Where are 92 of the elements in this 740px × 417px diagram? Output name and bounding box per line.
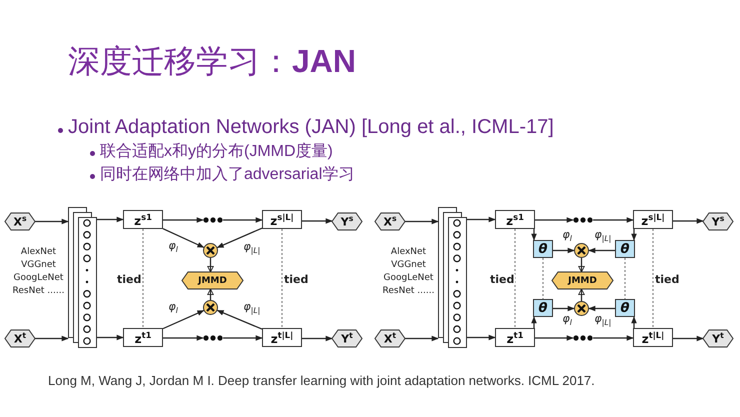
arrow <box>223 335 263 341</box>
multiply-node <box>203 243 218 258</box>
arrow <box>593 335 634 341</box>
jmmd-node: JMMD <box>552 272 613 289</box>
layer-stack-drawing <box>68 207 96 347</box>
layer-box: z$^{t1}$ <box>123 328 163 347</box>
arrow <box>673 336 704 342</box>
edge-label: tied <box>489 274 516 284</box>
multiply-node <box>574 243 589 258</box>
arrow <box>162 310 204 330</box>
arrow <box>673 218 704 224</box>
arrow <box>302 336 333 342</box>
ellipsis-icon <box>573 334 593 342</box>
caption-text: AlexNet VGGnet GoogLeNet ResNet ...... <box>382 246 436 298</box>
arrow <box>553 248 575 254</box>
ellipsis-icon <box>203 334 223 342</box>
io-tag: Y$^{t}$ <box>332 330 362 347</box>
edge-label: φ$_{l}$ <box>562 312 573 328</box>
edge-label: φ$_{|L|}$ <box>242 300 262 316</box>
arrow <box>466 216 496 222</box>
arrow <box>405 336 439 342</box>
arrow <box>631 316 637 328</box>
io-tag: X$^{t}$ <box>5 330 35 347</box>
theta-box: θ <box>533 299 553 317</box>
arrow <box>207 258 214 272</box>
layer-box: z$^{t|L|}$ <box>262 328 302 347</box>
arrow <box>578 288 585 301</box>
theta-box: θ <box>615 299 635 317</box>
arrow <box>578 258 585 272</box>
edge-label: φ$_{l}$ <box>168 240 179 255</box>
layer-box: z$^{t|L|}$ <box>633 328 673 347</box>
arrow <box>531 316 537 328</box>
bullet-text: 联合适配x和y的分布(JMMD度量) <box>100 142 333 162</box>
arrow <box>588 248 615 254</box>
caption-text: AlexNet VGGnet GoogLeNet ResNet ...... <box>12 246 66 298</box>
arrow <box>466 334 496 340</box>
io-tag: Y$^{t}$ <box>703 330 733 347</box>
dotted-line <box>652 228 654 328</box>
dotted-line <box>624 258 626 300</box>
dotted-line <box>514 228 516 328</box>
layer-box: z$^{s|L|}$ <box>633 210 673 229</box>
arrow <box>35 336 69 342</box>
edge-label: φ$_{l}$ <box>562 228 573 244</box>
edge-label: φ$_{|L|}$ <box>594 228 612 244</box>
arrow <box>207 288 214 300</box>
arrow <box>162 228 204 248</box>
arrow <box>631 229 637 241</box>
io-tag: Y$^{s}$ <box>703 213 733 230</box>
io-tag: X$^{t}$ <box>375 330 405 347</box>
arrow <box>216 228 262 248</box>
multiply-node <box>203 300 218 315</box>
arrow <box>223 217 263 223</box>
arrow <box>593 217 634 223</box>
arrow <box>216 310 262 330</box>
dotted-line <box>542 258 544 300</box>
arrow <box>588 306 615 312</box>
edge-label: φ$_{l}$ <box>168 300 179 316</box>
edge-label: tied <box>116 274 142 284</box>
arrow <box>535 217 574 223</box>
dotted-line <box>142 228 144 328</box>
layer-stack-drawing <box>438 207 466 347</box>
bullet-text: Joint Adaptation Networks (JAN) [Long et al., ICML-17] <box>68 116 554 139</box>
io-tag: Y$^{s}$ <box>332 213 362 230</box>
layer-box: z$^{s1}$ <box>495 210 535 229</box>
edge-label: φ$_{|L|}$ <box>594 312 612 328</box>
arrow <box>302 218 333 224</box>
arrow <box>535 335 574 341</box>
arrow <box>35 218 69 224</box>
arrow <box>96 216 124 222</box>
multiply-node <box>574 301 589 316</box>
arrow <box>531 229 537 241</box>
ellipsis-icon <box>203 216 223 224</box>
arrow <box>163 217 204 223</box>
arrow <box>405 218 439 224</box>
jmmd-node: JMMD <box>182 272 243 289</box>
citation-text: Long M, Wang J, Jordan M I. Deep transfer learning with joint adaptation networks. ICML 2017. <box>48 373 595 388</box>
io-tag: X$^{s}$ <box>375 213 405 230</box>
edge-label: tied <box>654 274 680 284</box>
layer-box: z$^{s|L|}$ <box>262 210 302 229</box>
edge-label: φ$_{|L|}$ <box>242 240 262 256</box>
bullet-text: 同时在网络中加入了adversarial学习 <box>100 164 354 185</box>
theta-box: θ <box>533 240 553 258</box>
ellipsis-icon <box>573 216 593 224</box>
arrow <box>96 334 124 340</box>
theta-box: θ <box>615 240 635 258</box>
slide-title: 深度迁移学习：JAN <box>68 42 356 81</box>
layer-box: z$^{t1}$ <box>495 328 535 347</box>
edge-label: tied <box>283 274 310 284</box>
arrow <box>553 306 575 312</box>
io-tag: X$^{s}$ <box>5 213 35 230</box>
arrow <box>163 335 204 341</box>
layer-box: z$^{s1}$ <box>123 210 163 229</box>
